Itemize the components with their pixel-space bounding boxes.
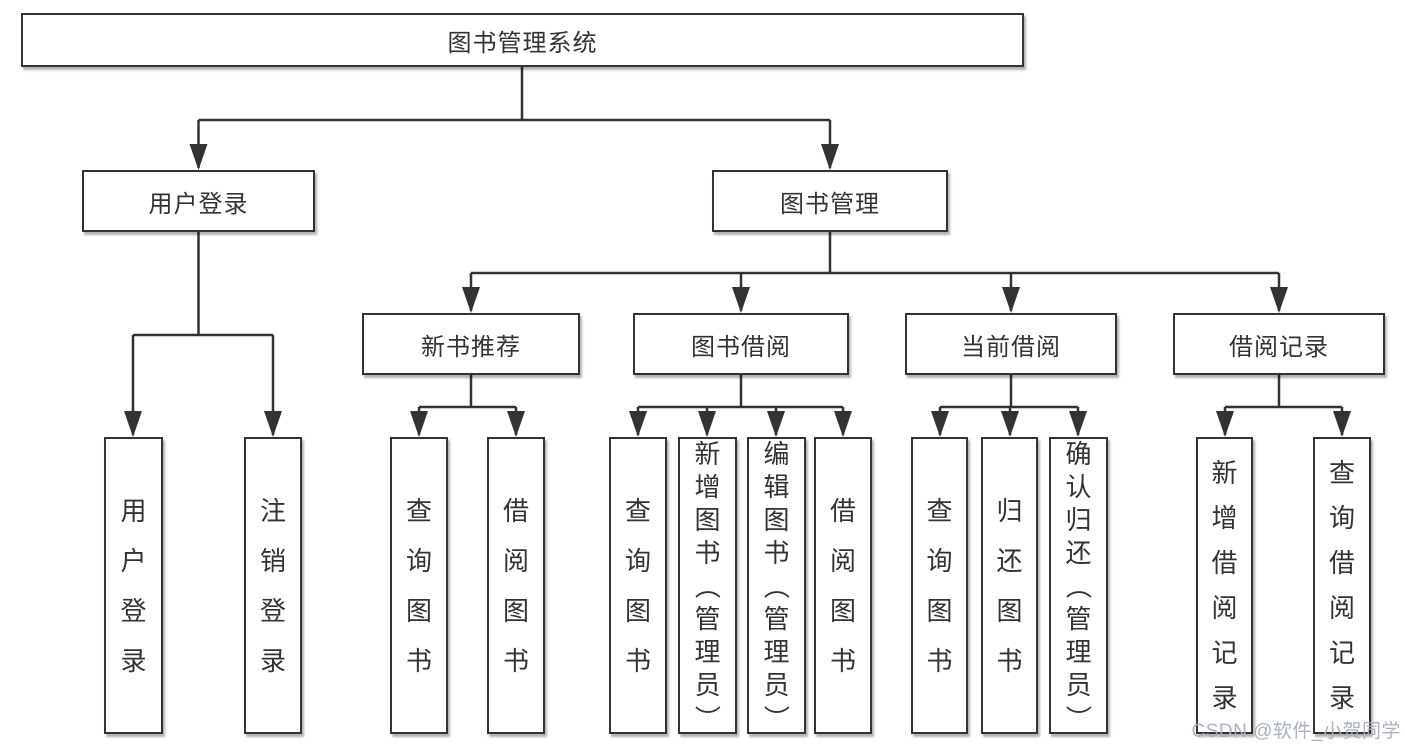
vertical-char: 询 (926, 545, 953, 576)
vertical-char: 图 (926, 595, 953, 626)
vertical-char: 查 (926, 495, 953, 526)
vertical-char: 增 (694, 471, 721, 502)
vertical-char: 查 (1328, 458, 1355, 488)
vertical-char: 新 (694, 438, 721, 469)
vertical-char: 图 (694, 504, 721, 535)
vertical-char: 登 (259, 595, 286, 626)
vertical-char: 记 (1328, 638, 1355, 668)
vertical-char: 询 (405, 545, 432, 576)
vertical-char: 书 (624, 645, 651, 676)
vertical-char: 确 (1065, 438, 1092, 469)
vertical-char: 图 (624, 595, 651, 626)
node-leaf-return-book: 归还图书 (981, 437, 1038, 734)
vertical-char: 还 (1065, 537, 1092, 568)
vertical-char: 阅 (502, 545, 529, 576)
vertical-char: 户 (120, 545, 147, 576)
vertical-char: 询 (624, 545, 651, 576)
vertical-char: 管 (763, 603, 790, 634)
vertical-char: 询 (1328, 503, 1355, 533)
node-new-book-recommend: 新书推荐 (362, 313, 580, 375)
vertical-char: 借 (1211, 548, 1238, 578)
node-borrowing-records: 借阅记录 (1173, 313, 1385, 375)
vertical-char: 阅 (829, 545, 856, 576)
node-root-system: 图书管理系统 (21, 13, 1024, 67)
vertical-char: 还 (996, 545, 1023, 576)
vertical-char: 登 (120, 595, 147, 626)
vertical-char: 员 (1065, 669, 1092, 700)
node-leaf-borrow-books: 借阅图书 (814, 437, 872, 734)
vertical-char: ） (761, 704, 792, 731)
vertical-char: 图 (763, 504, 790, 535)
node-current-borrowing: 当前借阅 (905, 313, 1117, 375)
vertical-char: 用 (120, 495, 147, 526)
vertical-char: 归 (996, 495, 1023, 526)
vertical-char: 认 (1065, 471, 1092, 502)
vertical-char: 录 (1328, 683, 1355, 713)
node-book-management: 图书管理 (712, 170, 948, 232)
node-leaf-edit-book-admin: 编辑图书 （ 管理员 ） (747, 437, 806, 734)
vertical-char: 记 (1211, 638, 1238, 668)
vertical-char: 借 (502, 495, 529, 526)
csdn-watermark: CSDN @软件_小贺同学 (1191, 721, 1401, 742)
node-leaf-user-login: 用户登录 (104, 437, 163, 734)
vertical-char: 图 (829, 595, 856, 626)
node-leaf-add-borrow-record: 新增借阅记录 (1196, 437, 1253, 734)
node-leaf-query-borrow-record: 查询借阅记录 (1313, 437, 1371, 734)
vertical-char: 查 (405, 495, 432, 526)
vertical-char: 理 (763, 636, 790, 667)
node-leaf-query-books-current: 查询图书 (911, 437, 968, 734)
vertical-char: 录 (1211, 683, 1238, 713)
vertical-char: 录 (120, 645, 147, 676)
node-user-login-group: 用户登录 (82, 170, 315, 232)
vertical-char: 阅 (1328, 593, 1355, 623)
vertical-char: 员 (694, 669, 721, 700)
node-book-borrowing: 图书借阅 (633, 313, 849, 375)
vertical-char: 借 (1328, 548, 1355, 578)
vertical-char: 书 (926, 645, 953, 676)
vertical-char: （ (692, 572, 723, 599)
node-leaf-borrow-books-recommend: 借阅图书 (487, 437, 545, 734)
vertical-char: 查 (624, 495, 651, 526)
vertical-char: 书 (763, 537, 790, 568)
vertical-char: 注 (259, 495, 286, 526)
vertical-char: 书 (829, 645, 856, 676)
vertical-char: ） (1063, 704, 1094, 731)
node-leaf-logout: 注销登录 (244, 437, 302, 734)
vertical-char: 管 (1065, 603, 1092, 634)
vertical-char: 书 (502, 645, 529, 676)
vertical-char: 书 (405, 645, 432, 676)
vertical-char: （ (761, 572, 792, 599)
vertical-char: 归 (1065, 504, 1092, 535)
vertical-char: 编 (763, 438, 790, 469)
vertical-char: ） (692, 704, 723, 731)
vertical-char: 录 (259, 645, 286, 676)
vertical-char: 图 (502, 595, 529, 626)
node-leaf-confirm-return-admin: 确认归还 （ 管理员 ） (1049, 437, 1108, 734)
vertical-char: 书 (996, 645, 1023, 676)
vertical-char: 新 (1211, 458, 1238, 488)
vertical-char: 销 (259, 545, 286, 576)
vertical-char: 员 (763, 669, 790, 700)
vertical-char: 书 (694, 537, 721, 568)
node-leaf-query-books-borrow: 查询图书 (609, 437, 667, 734)
vertical-char: 图 (405, 595, 432, 626)
node-leaf-add-book-admin: 新增图书 （ 管理员 ） (678, 437, 737, 734)
vertical-char: 理 (1065, 636, 1092, 667)
vertical-char: 阅 (1211, 593, 1238, 623)
vertical-char: 借 (829, 495, 856, 526)
vertical-char: （ (1063, 572, 1094, 599)
node-leaf-query-books-recommend: 查询图书 (390, 437, 448, 734)
vertical-char: 辑 (763, 471, 790, 502)
vertical-char: 管 (694, 603, 721, 634)
vertical-char: 理 (694, 636, 721, 667)
vertical-char: 增 (1211, 503, 1238, 533)
vertical-char: 图 (996, 595, 1023, 626)
